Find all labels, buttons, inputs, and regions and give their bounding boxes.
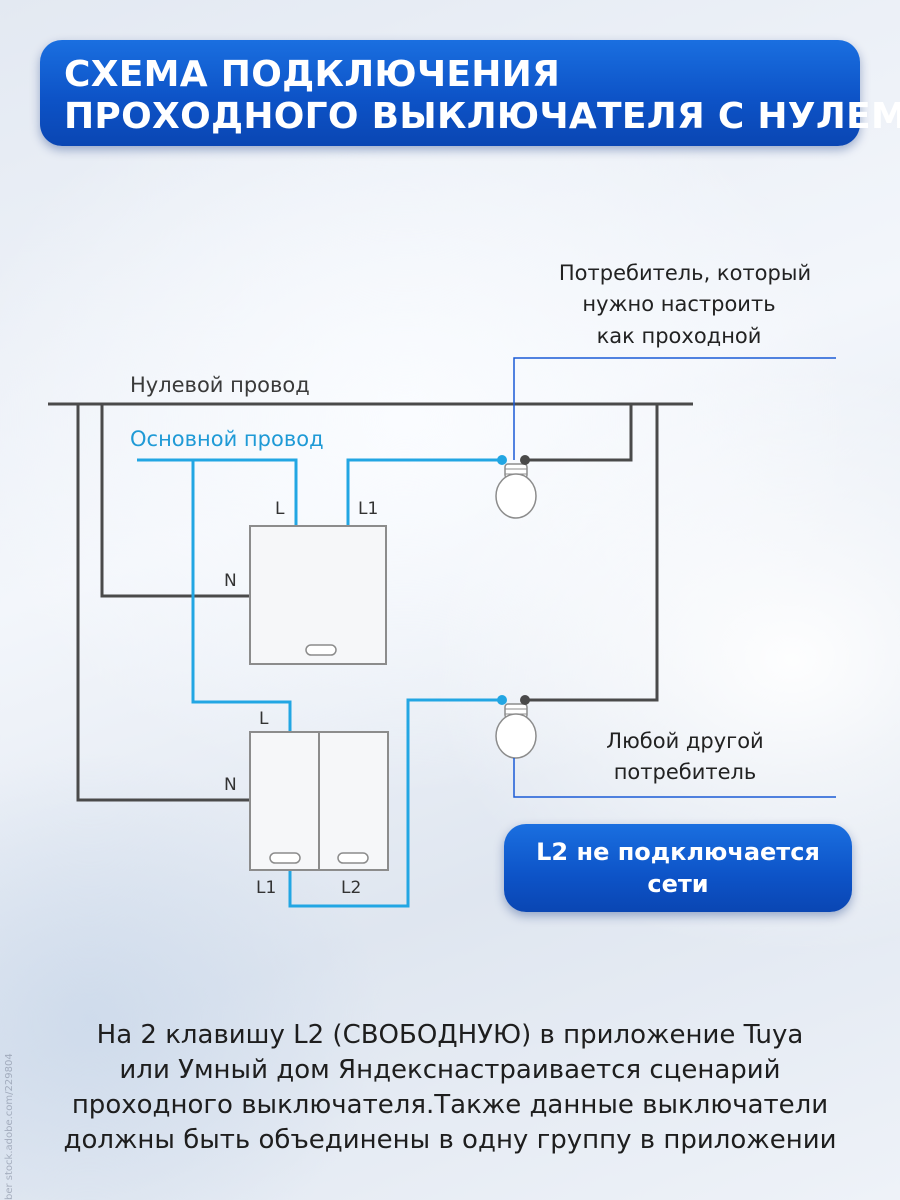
callout-pointer-bottom [513, 758, 836, 798]
main-wires [137, 458, 502, 908]
neutral-to-lamp2 [525, 404, 659, 702]
switch-2: L N L1 L2 [224, 709, 389, 898]
switch-2-key1-indicator [269, 852, 301, 864]
switch-1-terminal-l1: L1 [358, 499, 378, 519]
note-line-1: L2 не подключается [536, 838, 820, 866]
title-banner: СХЕМА ПОДКЛЮЧЕНИЯ ПРОХОДНОГО ВЫКЛЮЧАТЕЛЯ… [40, 40, 900, 146]
callout-pointer-top [513, 357, 836, 460]
main-wire-input [137, 458, 298, 526]
neutral-wire-label: Нулевой провод [130, 373, 310, 397]
switch-2-key2-indicator [337, 852, 369, 864]
consumer-bottom-label-line-1: Любой другой [606, 729, 763, 753]
lamp-1-icon [495, 455, 537, 519]
neutral-to-switch1 [100, 404, 250, 598]
description-line-2: или Умный дом Яндекснастраивается сценар… [119, 1055, 781, 1085]
neutral-wires [48, 402, 693, 802]
main-wire-label: Основной провод [130, 427, 324, 451]
lamp-2-icon [495, 695, 537, 759]
title-line-1: СХЕМА ПОДКЛЮЧЕНИЯ [64, 54, 561, 95]
lamp-1-phase-terminal [497, 455, 507, 465]
description-line-3: проходного выключателя.Также данные выкл… [71, 1090, 829, 1120]
switch-2-terminal-n: N [224, 775, 237, 795]
main-wire-l1-to-lamp1 [346, 458, 502, 526]
lamp-2-neutral-terminal [520, 695, 530, 705]
description-text: На 2 клавишу L2 (СВОБОДНУЮ) в приложение… [30, 1018, 870, 1158]
consumer-top-label-line-2: нужно настроить [582, 292, 775, 316]
switch-1-terminal-n: N [224, 571, 237, 591]
consumer-top-label-line-1: Потребитель, который [559, 261, 811, 285]
main-wire-l2-to-lamp2 [288, 698, 502, 908]
switch-2-terminal-l1: L1 [256, 878, 276, 898]
consumer-bottom-label-line-2: потребитель [614, 760, 757, 784]
neutral-to-lamp1 [525, 404, 633, 462]
switch-1-key-indicator [305, 644, 337, 656]
switch-1-body [249, 525, 387, 665]
switch-1-terminal-l: L [275, 499, 285, 519]
description-line-4: должны быть объединены в одну группу в п… [63, 1125, 837, 1155]
consumer-top-label-line-3: как проходной [597, 324, 762, 348]
lamp-2-phase-terminal [497, 695, 507, 705]
note-line-2: сети [647, 870, 709, 898]
switch-2-terminal-l: L [259, 709, 269, 729]
description-line-1: На 2 клавишу L2 (СВОБОДНУЮ) в приложение… [96, 1020, 804, 1050]
main-wire-to-switch2 [191, 460, 292, 732]
lamp-1-neutral-terminal [520, 455, 530, 465]
stock-watermark: ber stock.adobe.com/229804 [4, 1053, 15, 1200]
neutral-to-switch2 [76, 404, 250, 802]
title-line-2: ПРОХОДНОГО ВЫКЛЮЧАТЕЛЯ С НУЛЕМ [64, 96, 900, 137]
switch-1: L L1 N [224, 499, 387, 665]
switch-2-terminal-l2: L2 [341, 878, 361, 898]
l2-note-badge: L2 не подключается сети [504, 824, 852, 912]
